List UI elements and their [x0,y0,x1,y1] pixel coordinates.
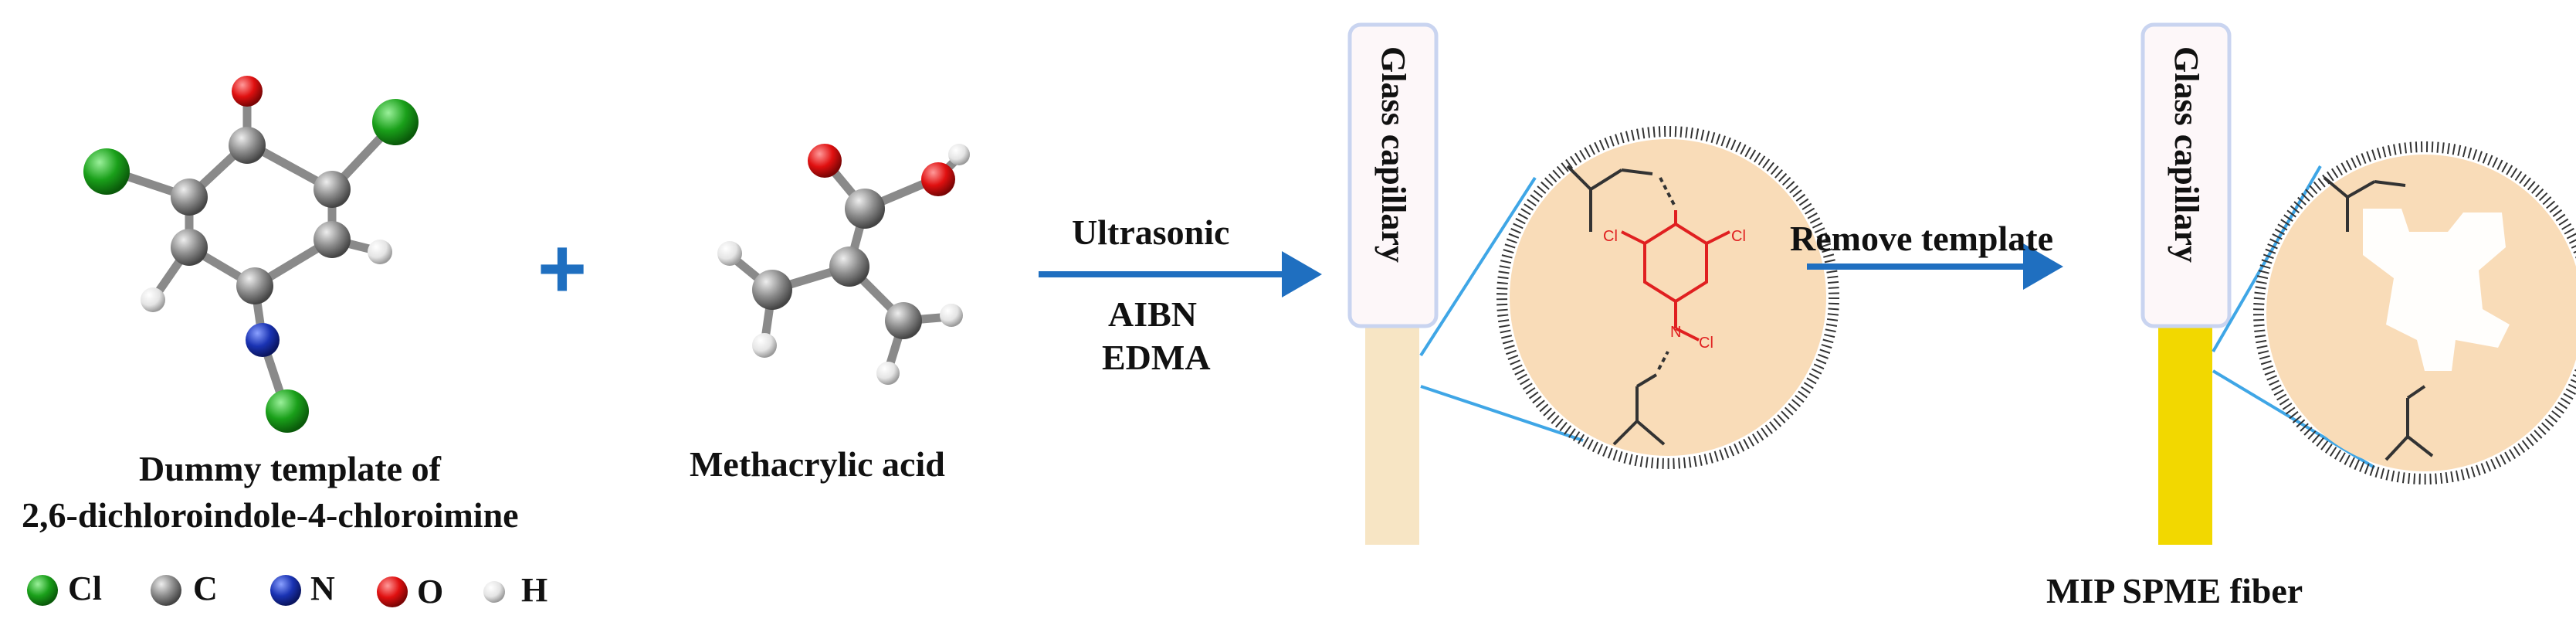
carbon-atom [752,270,792,310]
step1-condition-aibn: AIBN [1108,294,1198,334]
glass-capillary-label: Glass capillary [1374,46,1412,263]
fiber-caption: MIP SPME fiber [2046,571,2303,610]
zoom-n-label: N [1670,324,1681,341]
legend-cl-label: Cl [68,570,102,607]
legend-n-swatch [270,575,301,606]
chlorine-atom [372,99,419,145]
carbon-atom [171,178,208,216]
carbon-atom [171,229,208,266]
hydrogen-atom [141,287,165,312]
step2-condition: Remove template [1790,219,2054,258]
template-caption-line2: 2,6-dichloroindole-4-chloroimine [22,495,519,535]
legend-cl-swatch [27,575,58,606]
glass-capillary-tube [2140,22,2232,328]
imprinted-cavity [2363,209,2510,371]
atom-legend [27,575,505,607]
oxygen-atom [921,162,955,196]
methacrylic-caption: Methacrylic acid [690,444,945,484]
oxygen-atom [808,144,842,178]
hydrogen-atom [876,362,900,385]
template-caption-line1: Dummy template of [139,449,441,488]
carbon-atom [829,246,869,287]
zoom-fuzzy-border [2253,141,2576,484]
hydrogen-atom [368,240,392,264]
capillary-coating-filled [2158,325,2212,545]
legend-c-label: C [193,570,218,607]
zoom-circle-with-template: Cl Cl N Cl [1496,126,1839,469]
template-structure-red [1621,210,1730,342]
hydrogen-atom [717,241,742,266]
methacrylic-acid-molecule [717,144,970,385]
step2-arrow [1807,243,2063,290]
glass-capillary-tube [1347,22,1439,328]
carbon-atom [314,221,351,258]
legend-n-label: N [310,570,335,607]
capillary-unfilled: Glass capillary [1347,22,1584,545]
zoom-circle-cavity [2253,141,2576,484]
legend-o-swatch [377,576,408,607]
capillary-coating-unfilled [1365,325,1419,545]
chlorine-atom [266,389,309,433]
hydrogen-atom [752,333,777,358]
zoom-cl-label: Cl [1731,228,1746,245]
carbon-atom [236,267,273,304]
carbon-atom [845,189,885,229]
legend-o-label: O [417,573,444,610]
carbon-atom [885,302,922,339]
template-molecule [83,76,419,433]
capillary-mip-fiber: Glass capillary [2140,22,2376,545]
nitrogen-atom [246,323,280,357]
legend-h-swatch [483,581,505,603]
step1-condition-edma: EDMA [1102,338,1211,377]
step1-arrow [1039,251,1322,298]
carbon-atom [229,127,266,164]
oxygen-atom [232,76,263,107]
zoom-cl-label: Cl [1699,335,1713,352]
chlorine-atom [83,148,130,195]
hydrogen-atom [940,304,963,327]
zoom-fuzzy-border [1496,126,1839,469]
legend-c-swatch [151,575,181,606]
plus-sign: + [537,221,587,316]
hydrogen-atom [948,144,970,165]
glass-capillary-label: Glass capillary [2168,46,2205,263]
carbon-atom [314,171,351,208]
zoom-cl-label: Cl [1603,228,1618,245]
step1-condition-top: Ultrasonic [1072,212,1230,252]
legend-h-label: H [521,571,548,609]
